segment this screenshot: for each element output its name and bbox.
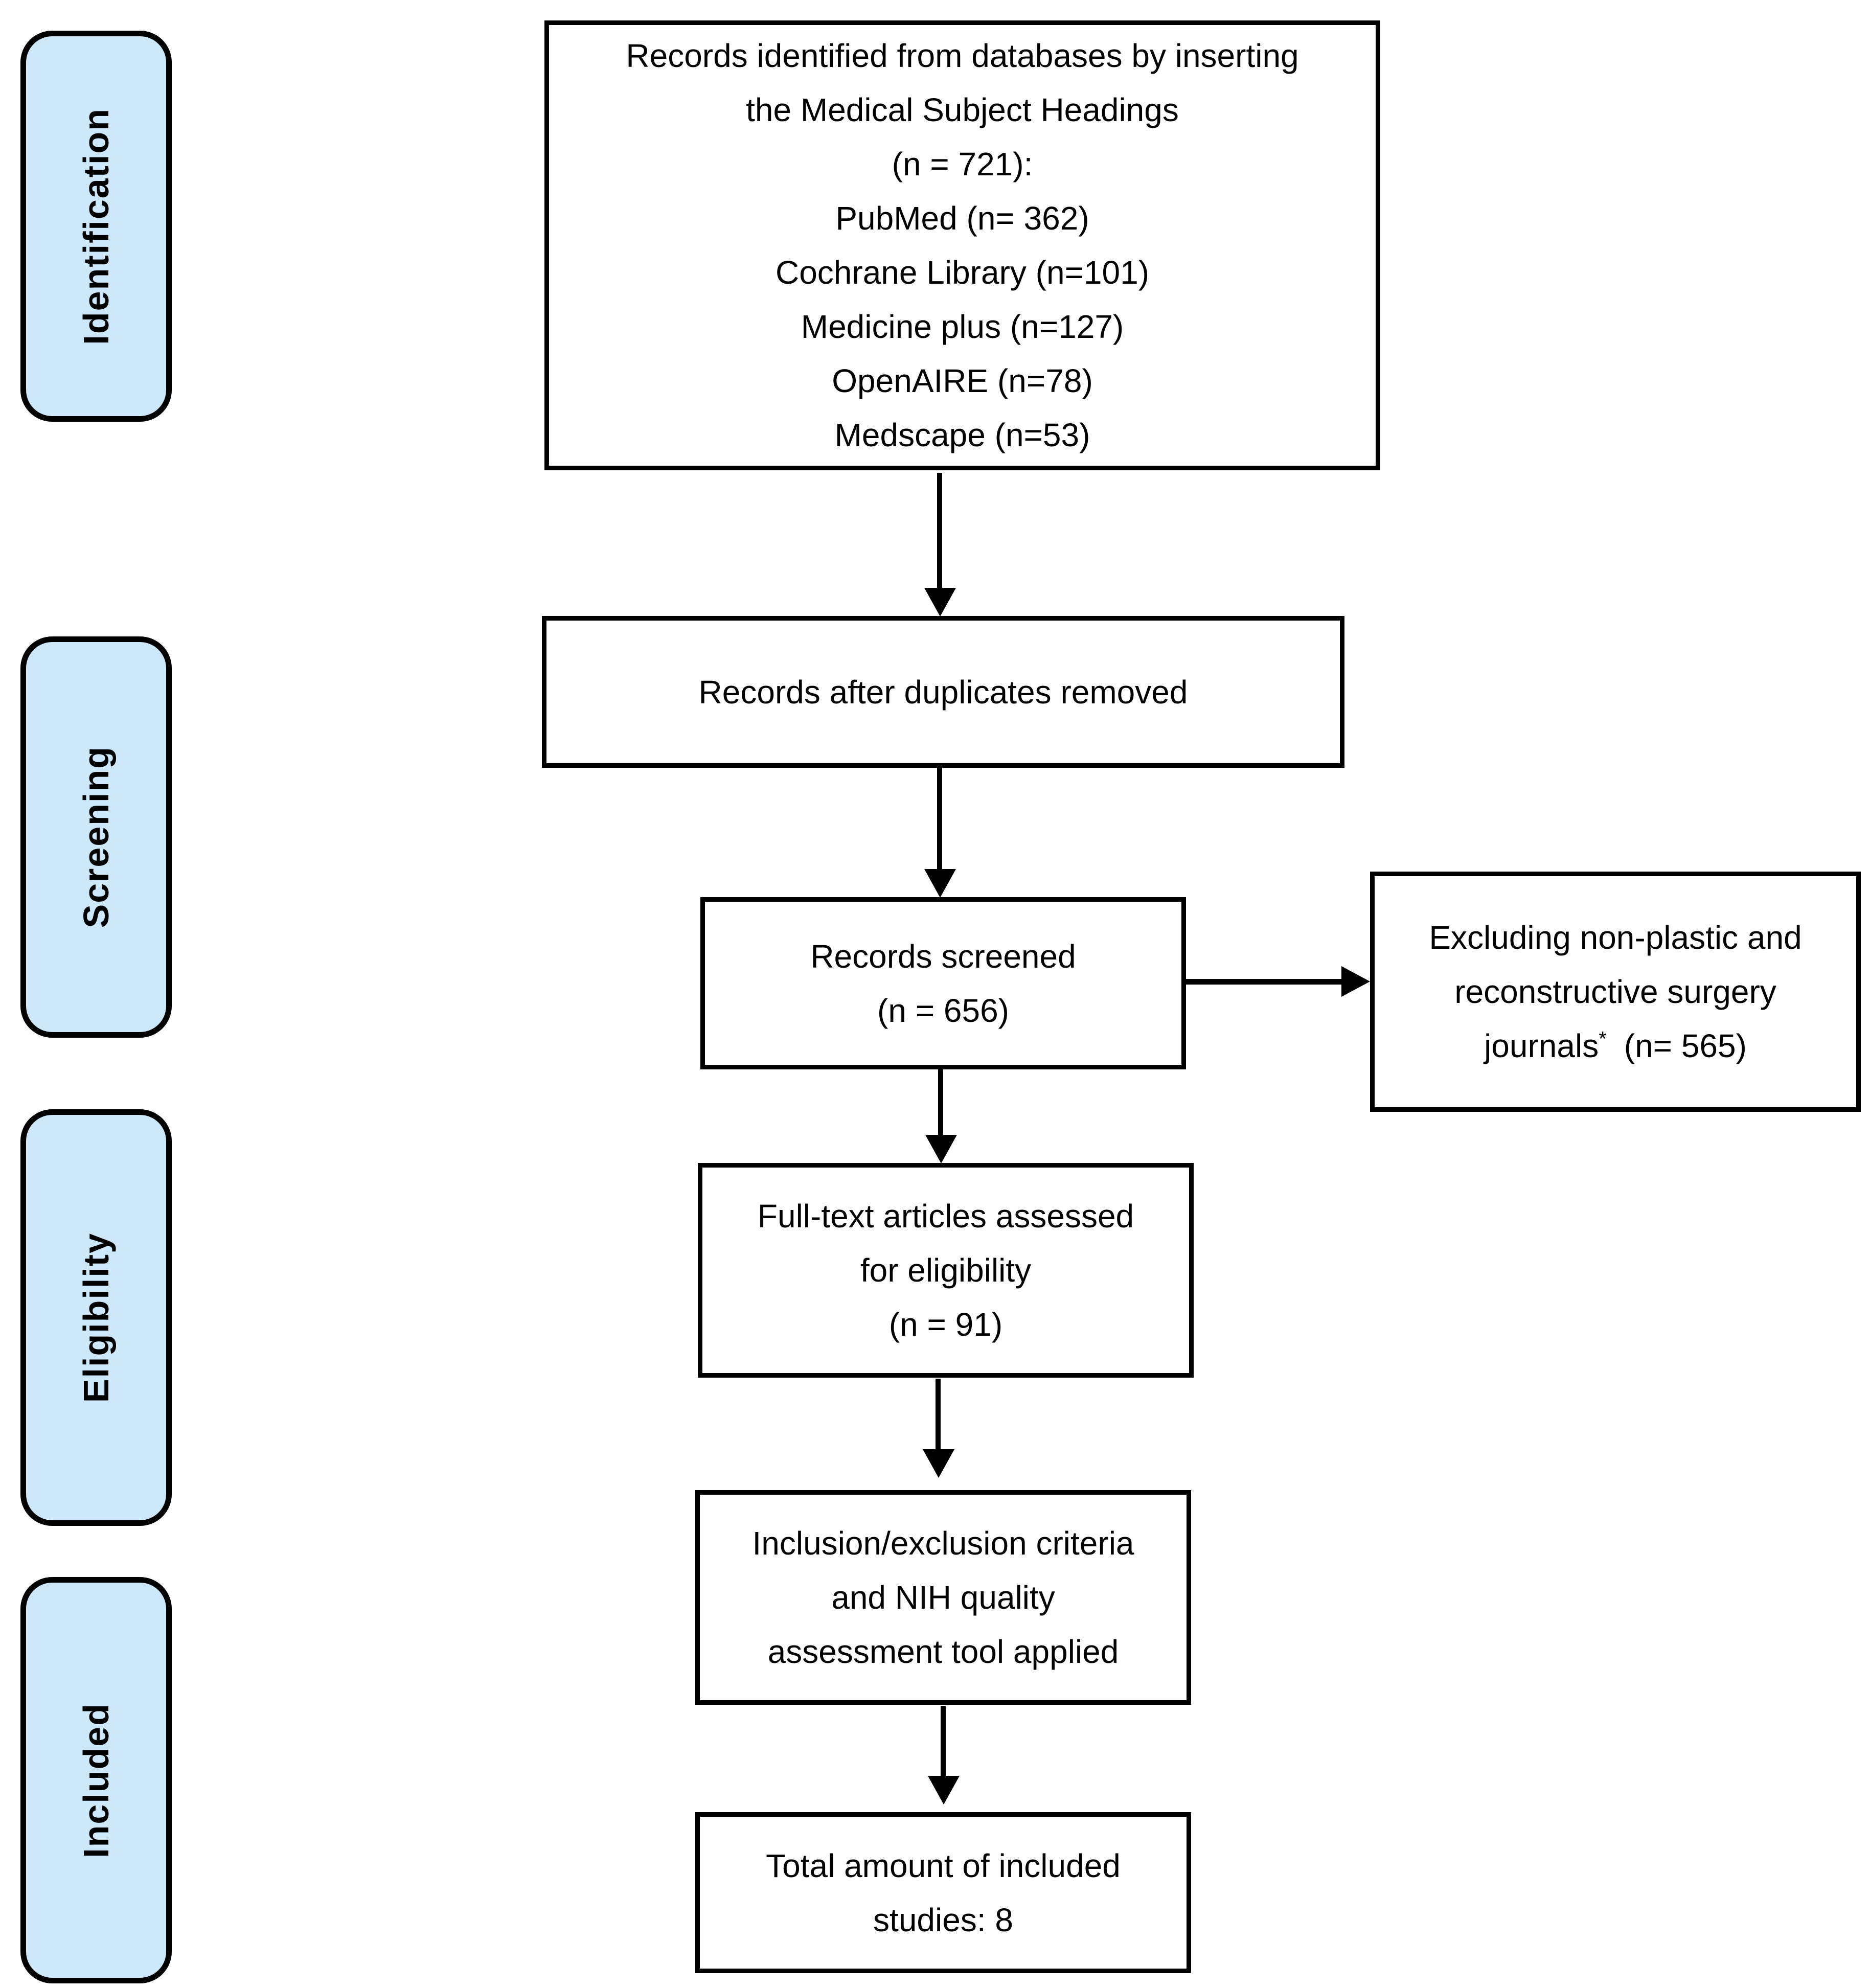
stage-screening: Screening — [20, 636, 172, 1038]
stage-eligibility: Eligibility — [20, 1109, 172, 1526]
node-text-line: (n = 91) — [888, 1306, 1003, 1343]
node-text-line: (n = 656) — [877, 992, 1009, 1029]
node-excluded-journals: Excluding non-plastic and reconstructive… — [1370, 872, 1861, 1112]
node-text-line: journals* (n= 565) — [1484, 1019, 1747, 1073]
arrow-line — [936, 1379, 941, 1450]
node-text-line: Records screened — [810, 938, 1076, 975]
node-text-line: Medicine plus (n=127) — [801, 308, 1124, 345]
node-duplicates-removed: Records after duplicates removed — [542, 616, 1344, 768]
asterisk-footnote-marker: * — [1599, 1027, 1607, 1050]
node-text-line: assessment tool applied — [767, 1633, 1119, 1670]
arrow-line — [937, 768, 942, 870]
stage-eligibility-label: Eligibility — [76, 1232, 116, 1403]
node-text-line: Cochrane Library (n=101) — [775, 254, 1150, 291]
arrow-head-icon — [923, 1449, 954, 1478]
node-records-screened: Records screened (n = 656) — [700, 897, 1186, 1069]
node-text-line: Excluding non-plastic and — [1429, 919, 1802, 956]
excluded-journals-word: journals — [1484, 1027, 1599, 1064]
arrow-line — [938, 1069, 943, 1137]
node-text-line: Records after duplicates removed — [698, 673, 1188, 711]
node-criteria-applied: Inclusion/exclusion criteria and NIH qua… — [695, 1490, 1191, 1705]
node-text-line: reconstructive surgery — [1454, 973, 1776, 1010]
node-text-line: Total amount of included — [766, 1847, 1121, 1884]
node-text-line: OpenAIRE (n=78) — [832, 362, 1093, 399]
arrow-head-icon — [928, 1776, 960, 1804]
node-text-line: Full-text articles assessed — [757, 1198, 1134, 1235]
arrow-head-icon — [924, 869, 956, 898]
node-text-line: Records identified from databases by ins… — [626, 37, 1299, 74]
arrow-line — [941, 1706, 946, 1777]
node-records-identified: Records identified from databases by ins… — [544, 20, 1380, 470]
arrow-head-icon — [925, 1135, 957, 1163]
node-text-line: and NIH quality — [831, 1579, 1055, 1616]
arrow-line — [937, 473, 942, 590]
node-text-line: the Medical Subject Headings — [746, 92, 1179, 128]
node-text-line: Inclusion/exclusion criteria — [752, 1525, 1134, 1562]
node-total-included: Total amount of included studies: 8 — [695, 1812, 1191, 1973]
arrow-head-icon — [924, 588, 956, 616]
stage-included: Included — [20, 1577, 172, 1983]
node-text-line: PubMed (n= 362) — [835, 200, 1089, 237]
stage-identification-label: Identification — [76, 107, 116, 345]
arrow-head-icon — [1341, 966, 1370, 997]
node-fulltext-assessed: Full-text articles assessed for eligibil… — [698, 1163, 1194, 1378]
node-text-line: Medscape (n=53) — [834, 417, 1090, 453]
arrow-line — [1186, 979, 1342, 985]
node-text-line: for eligibility — [860, 1252, 1032, 1289]
node-text-line: (n = 721): — [892, 146, 1033, 182]
stage-identification: Identification — [20, 31, 172, 422]
stage-included-label: Included — [76, 1702, 116, 1858]
node-text-line: studies: 8 — [873, 1901, 1013, 1938]
stage-screening-label: Screening — [76, 746, 116, 928]
excluded-count: (n= 565) — [1624, 1027, 1747, 1064]
